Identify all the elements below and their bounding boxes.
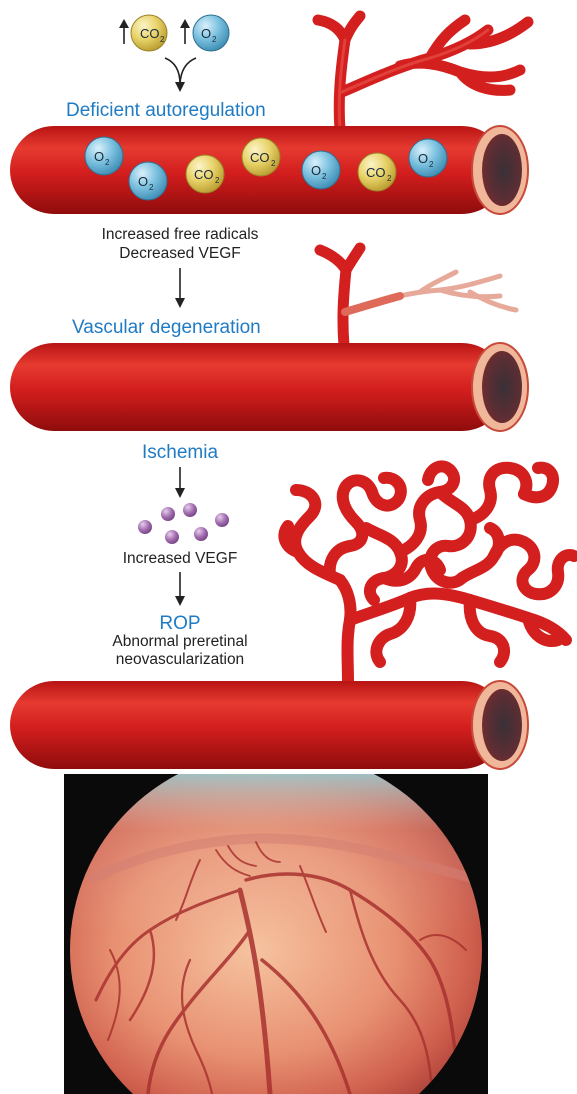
- svg-text:2: 2: [322, 172, 327, 181]
- svg-text:2: 2: [212, 35, 217, 44]
- down-arrow-icon: [175, 467, 185, 498]
- svg-text:O: O: [138, 174, 148, 189]
- svg-text:O: O: [418, 151, 428, 166]
- fundus-photograph: [64, 774, 488, 1094]
- co2-up-arrow-icon: [119, 19, 129, 44]
- down-arrow-icon: [175, 268, 185, 308]
- label-rop: ROP: [159, 613, 200, 634]
- label-vascular-degeneration: Vascular degeneration: [72, 317, 261, 338]
- svg-text:O: O: [311, 163, 321, 178]
- vegf-particles: [138, 503, 229, 544]
- svg-text:2: 2: [105, 158, 110, 167]
- o2-molecule: O 2: [85, 137, 123, 175]
- vessel-3: [10, 681, 528, 769]
- converge-arrow-icon: [165, 58, 196, 92]
- svg-text:2: 2: [160, 35, 165, 44]
- svg-text:2: 2: [215, 176, 220, 185]
- label-increased-vegf: Increased VEGF: [123, 550, 238, 567]
- neovascular-tuft: [284, 466, 574, 682]
- svg-text:2: 2: [429, 160, 434, 169]
- o2-up-arrow-icon: [180, 19, 190, 44]
- o2-molecule: O 2: [302, 151, 340, 189]
- o2-molecule: O 2: [129, 162, 167, 200]
- svg-text:CO: CO: [140, 26, 160, 41]
- vegf-particle: [165, 530, 179, 544]
- vegf-particle: [183, 503, 197, 517]
- o2-molecule: O 2: [409, 139, 447, 177]
- co2-molecule: CO 2: [358, 153, 396, 191]
- svg-text:O: O: [201, 26, 211, 41]
- co2-molecule-top: CO 2: [131, 15, 167, 51]
- svg-text:CO: CO: [366, 165, 386, 180]
- co2-molecule: CO 2: [242, 138, 280, 176]
- svg-text:CO: CO: [250, 150, 270, 165]
- label-decreased-vegf: Decreased VEGF: [119, 245, 240, 262]
- o2-molecule-top: O 2: [193, 15, 229, 51]
- vessel-2: [10, 343, 528, 431]
- svg-text:O: O: [94, 149, 104, 164]
- vegf-particle: [138, 520, 152, 534]
- label-abnormal-preretinal: Abnormal preretinal: [112, 633, 247, 650]
- label-deficient-autoregulation: Deficient autoregulation: [66, 100, 266, 121]
- svg-text:2: 2: [271, 159, 276, 168]
- stage1-gas-inputs: CO 2 O 2: [119, 15, 229, 92]
- vegf-particle: [215, 513, 229, 527]
- down-arrow-icon: [175, 572, 185, 606]
- label-neovascularization: neovascularization: [116, 651, 244, 668]
- vegf-particle: [194, 527, 208, 541]
- svg-text:2: 2: [149, 183, 154, 192]
- label-ischemia: Ischemia: [142, 442, 218, 463]
- svg-text:CO: CO: [194, 167, 214, 182]
- co2-molecule: CO 2: [186, 155, 224, 193]
- vessel1-branches: [318, 16, 528, 130]
- svg-text:2: 2: [387, 174, 392, 183]
- label-increased-free-radicals: Increased free radicals: [102, 226, 259, 243]
- vessel2-branches-degenerating: [320, 248, 516, 346]
- vegf-particle: [161, 507, 175, 521]
